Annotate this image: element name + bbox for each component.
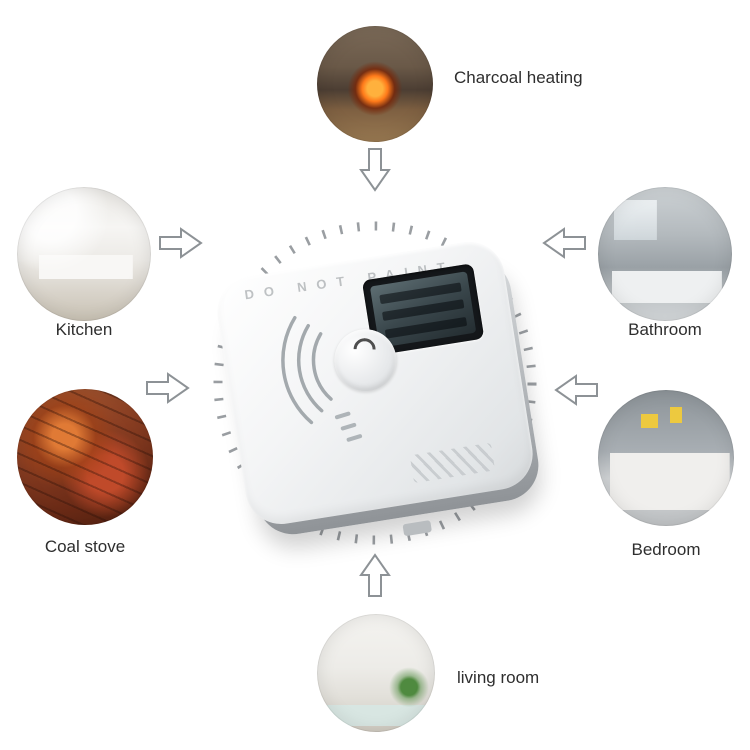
location-label-bedroom: Bedroom xyxy=(631,540,701,559)
photo-living-room xyxy=(317,614,435,732)
location-label-charcoal-heating: Charcoal heating xyxy=(454,68,583,87)
vent-slot xyxy=(340,422,357,431)
photo-bedroom xyxy=(598,390,734,526)
photo-coal-stove xyxy=(17,389,153,525)
arrow-left-icon xyxy=(554,374,598,406)
arrow-right-icon xyxy=(146,372,190,404)
arrow-down-icon xyxy=(359,148,391,192)
photo-charcoal-heating xyxy=(317,26,433,142)
arrow-up-icon xyxy=(359,553,391,597)
photo-bathroom xyxy=(598,187,732,321)
location-label-kitchen: Kitchen xyxy=(55,320,113,339)
co-detector-device: DO NOT PAINT xyxy=(212,236,544,540)
arrow-right-icon xyxy=(159,227,203,259)
power-mark-icon xyxy=(349,333,381,365)
location-label-bathroom: Bathroom xyxy=(628,320,702,339)
vent-slot xyxy=(346,433,363,443)
lcd-digit-segment xyxy=(384,316,468,339)
vent-slot xyxy=(334,411,351,420)
location-label-living-room: living room xyxy=(457,668,540,687)
location-label-coal-stove: Coal stove xyxy=(44,537,126,556)
device-body: DO NOT PAINT xyxy=(212,236,538,530)
vent-grille xyxy=(409,442,496,484)
photo-kitchen xyxy=(17,187,151,321)
arrow-left-icon xyxy=(542,227,586,259)
dashed-circle-decoration xyxy=(213,221,537,545)
lcd-digit-segment xyxy=(381,299,465,322)
